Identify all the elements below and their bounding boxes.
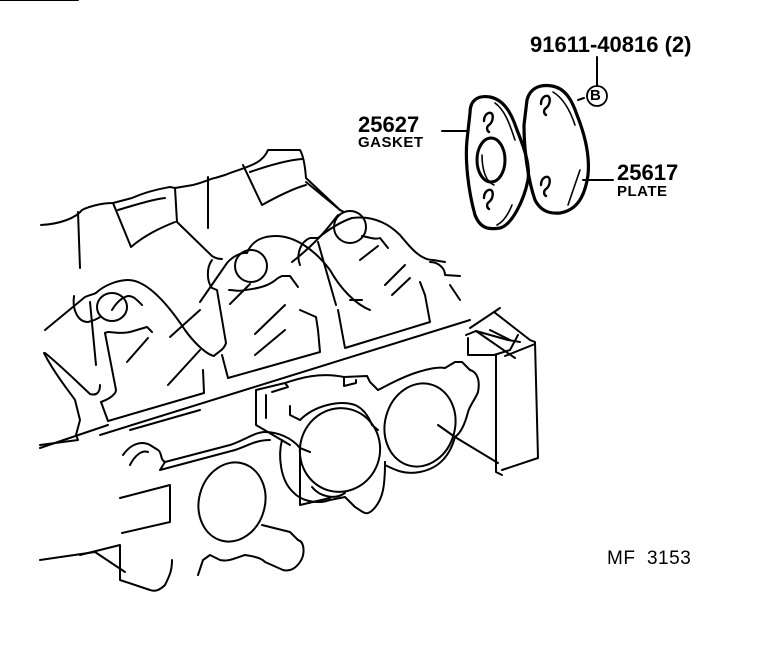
cylinder-head-drawing <box>0 0 539 592</box>
bolt-part-number: 91611-40816 (2) <box>530 32 692 57</box>
gasket-25627-drawing <box>464 94 531 231</box>
leader-lines <box>441 56 614 181</box>
bolt-marker-letter: B <box>590 87 601 104</box>
bolt-marker-leader <box>577 97 585 101</box>
figure-reference: MF 3153 <box>607 548 692 569</box>
gasket-part-number: 25627 <box>358 112 420 137</box>
plate-part-name: PLATE <box>617 183 668 200</box>
plate-25617-drawing <box>522 83 591 215</box>
gasket-part-name: GASKET <box>358 134 424 151</box>
plate-part-number: 25617 <box>617 160 679 185</box>
bolt-marker-circle <box>586 85 608 107</box>
